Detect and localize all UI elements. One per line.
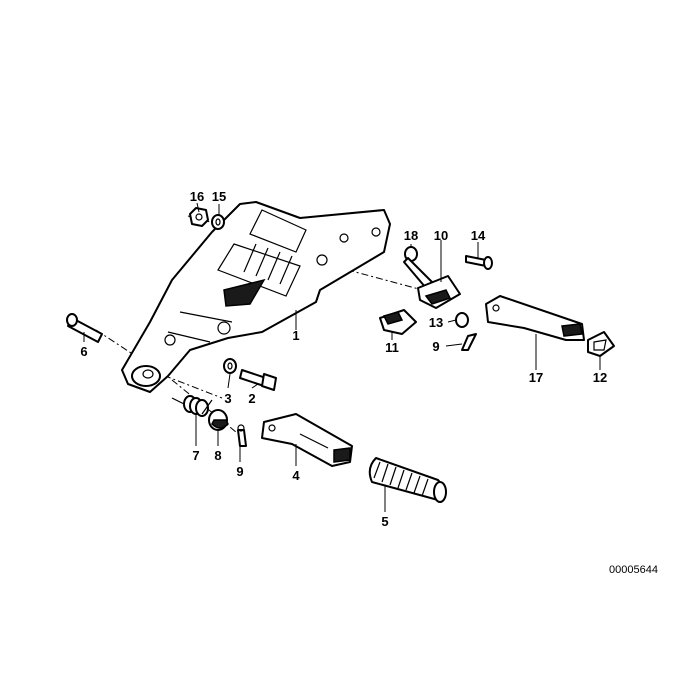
label-17: 17 [529,370,543,385]
part-9-cotter-pin-upper [461,333,477,351]
part-12-cap [587,331,615,357]
label-11: 11 [385,340,399,355]
part-11-bracket-piece [379,309,417,335]
label-2: 2 [248,391,255,406]
label-7: 7 [192,448,199,463]
label-1: 1 [292,328,299,343]
part-5-rubber [368,457,447,503]
label-6: 6 [80,344,87,359]
part-7-spring [171,395,213,417]
label-16: 16 [190,189,204,204]
drawing-code: 00005644 [609,564,658,576]
label-14: 14 [471,228,486,243]
part-8-bushing [208,409,229,431]
label-9-upper: 9 [432,339,439,354]
part-6-pin [66,313,103,343]
part-3-washer [223,358,237,374]
bracket-ribs [243,243,293,285]
part-13-washer [455,312,469,328]
label-5: 5 [381,514,388,529]
part-15-washer [211,214,225,230]
label-9-lower: 9 [236,464,243,479]
callout-labels: 16 15 6 1 3 2 7 8 9 4 5 18 10 14 11 13 9… [80,189,607,529]
part-17-footrest-rear [485,295,585,341]
part-9-cotter-pin-lower [237,424,247,447]
leader-lines [83,202,601,512]
label-8: 8 [214,448,221,463]
label-18: 18 [404,228,418,243]
label-3: 3 [224,391,231,406]
part-4-footrest [261,413,353,467]
label-13: 13 [429,315,443,330]
part-10-clamp [417,275,461,309]
label-4: 4 [292,468,300,483]
label-12: 12 [593,370,607,385]
label-15: 15 [212,189,226,204]
label-10: 10 [434,228,448,243]
part-1-bracket [121,201,391,393]
part-14-screw [465,255,493,270]
part-18-pin [403,246,433,289]
part-2-bolt [239,369,277,391]
part-16-nut [189,207,209,227]
